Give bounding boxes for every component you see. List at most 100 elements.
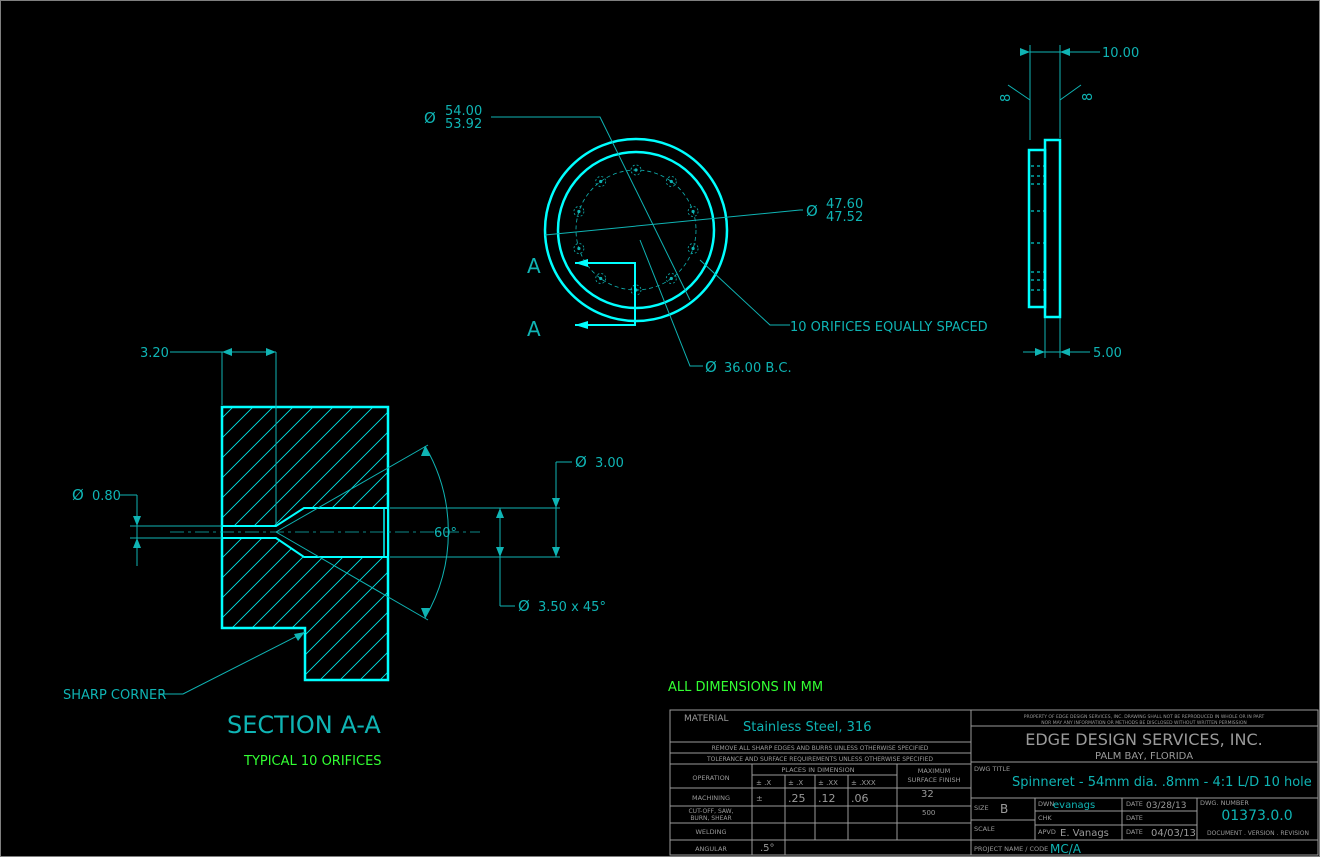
cutoff-2: BURN, SHEAR bbox=[690, 815, 731, 822]
section-view: 3.20 Ø 0.80 Ø 3.00 Ø 3.50 x 45° 60° bbox=[63, 346, 624, 769]
orifice-center bbox=[577, 246, 581, 251]
sharp-corner-label: SHARP CORNER bbox=[63, 688, 166, 703]
apvd-label: APVD bbox=[1038, 828, 1056, 836]
col-xxxx: ± .XXX bbox=[851, 779, 876, 787]
orifice-center bbox=[669, 179, 673, 184]
property-note-2: NOR MAY ANY INFORMATION OR METHODS BE DI… bbox=[1041, 720, 1246, 726]
size-value: B bbox=[1000, 802, 1008, 816]
scale-label: SCALE bbox=[974, 825, 995, 833]
title-block-text: MATERIAL Stainless Steel, 316 REMOVE ALL… bbox=[684, 714, 1312, 856]
title-block bbox=[669, 709, 1319, 856]
dwg-number: 01373.0.0 bbox=[1221, 808, 1292, 824]
orifice-hole bbox=[630, 284, 642, 296]
inner-dia-symbol: Ø bbox=[806, 202, 818, 220]
company-name: EDGE DESIGN SERVICES, INC. bbox=[1025, 730, 1263, 749]
tol-xxx: .06 bbox=[851, 792, 869, 805]
bolt-circle-dim: 36.00 B.C. bbox=[724, 361, 792, 376]
side-view: 10.00 8 8 5.00 bbox=[999, 45, 1139, 361]
front-dia-symbol: Ø bbox=[424, 109, 436, 127]
dwn-value: evanags bbox=[1053, 800, 1095, 811]
section-marker-top: A bbox=[527, 254, 541, 278]
orifice-hole bbox=[687, 243, 699, 254]
cone-angle: 60° bbox=[434, 526, 457, 541]
inner-dia-min: 47.52 bbox=[826, 210, 863, 225]
orifice-center bbox=[599, 179, 603, 184]
size-label: SIZE bbox=[974, 804, 989, 812]
date-label-3: DATE bbox=[1126, 828, 1143, 836]
counterbore-dia-symbol: Ø bbox=[575, 453, 587, 471]
dwg-title: Spinneret - 54mm dia. .8mm - 4:1 L/D 10 … bbox=[1012, 775, 1312, 790]
orifice-hole bbox=[630, 164, 642, 176]
material-value: Stainless Steel, 316 bbox=[743, 720, 872, 735]
material-label: MATERIAL bbox=[684, 714, 729, 724]
orifice-holes bbox=[573, 164, 699, 296]
side-thickness-dim: 10.00 bbox=[1102, 46, 1139, 61]
orifice-center bbox=[599, 276, 603, 281]
pm-1: ± bbox=[756, 794, 763, 803]
front-view: Ø 54.00 53.92 Ø 47.60 47.52 10 ORIFICES … bbox=[424, 104, 988, 376]
section-subtitle: TYPICAL 10 ORIFICES bbox=[243, 754, 382, 769]
date-label-1: DATE bbox=[1126, 800, 1143, 808]
tolerance-note: TOLERANCE AND SURFACE REQUIREMENTS UNLES… bbox=[706, 756, 933, 763]
cutoff-1: CUT-OFF, SAW, bbox=[688, 808, 733, 815]
counterbore-dia: 3.00 bbox=[595, 456, 624, 471]
date-3: 04/03/13 bbox=[1151, 828, 1196, 839]
max-finish-2: SURFACE FINISH bbox=[907, 776, 960, 784]
date-label-2: DATE bbox=[1126, 814, 1143, 822]
orifice-hole bbox=[687, 206, 699, 217]
welding-label: WELDING bbox=[696, 828, 727, 836]
operation-label: OPERATION bbox=[692, 774, 729, 782]
date-1: 03/28/13 bbox=[1146, 801, 1186, 811]
machining-label: MACHINING bbox=[692, 794, 730, 802]
orifice-note: 10 ORIFICES EQUALLY SPACED bbox=[790, 320, 988, 335]
orifice-hole bbox=[665, 273, 677, 284]
outer-dia-max: 54.00 bbox=[445, 104, 482, 119]
dwg-title-label: DWG TITLE bbox=[974, 765, 1010, 773]
side-flange-dim: 5.00 bbox=[1093, 346, 1122, 361]
places-header: PLACES IN DIMENSION bbox=[781, 766, 854, 774]
orifice-dia-symbol: Ø bbox=[72, 486, 84, 504]
col-xx: ± .X bbox=[788, 779, 803, 787]
property-note-1: PROPERTY OF EDGE DESIGN SERVICES, INC. D… bbox=[1024, 714, 1265, 720]
angular-tol: .5° bbox=[760, 843, 775, 854]
max-finish-1: MAXIMUM bbox=[918, 767, 950, 775]
edges-note: REMOVE ALL SHARP EDGES AND BURRS UNLESS … bbox=[712, 745, 929, 752]
side-angle-right: 8 bbox=[1081, 93, 1096, 101]
orifice-center bbox=[691, 209, 695, 214]
apvd-value: E. Vanags bbox=[1060, 828, 1109, 839]
chamfer-dia-symbol: Ø bbox=[518, 597, 530, 615]
orifice-dia: 0.80 bbox=[92, 489, 121, 504]
orifice-hole bbox=[573, 206, 585, 217]
orifice-hole bbox=[573, 243, 585, 254]
company-location: PALM BAY, FLORIDA bbox=[1095, 751, 1193, 762]
tol-xx: .12 bbox=[818, 792, 836, 805]
angular-label: ANGULAR bbox=[695, 845, 727, 853]
orifice-center bbox=[691, 246, 695, 251]
side-angle-left: 8 bbox=[999, 94, 1014, 102]
project-value: MC/A bbox=[1050, 842, 1082, 856]
project-label: PROJECT NAME / CODE bbox=[974, 845, 1048, 853]
outer-dia-min: 53.92 bbox=[445, 117, 482, 132]
inner-dia-max: 47.60 bbox=[826, 197, 863, 212]
all-dimensions-note: ALL DIMENSIONS IN MM bbox=[668, 680, 823, 695]
section-cut-line bbox=[575, 262, 636, 326]
section-marker-bottom: A bbox=[527, 317, 541, 341]
finish-32: 32 bbox=[921, 789, 934, 800]
col-xxx: ± .XX bbox=[818, 779, 838, 787]
orifice-center bbox=[577, 209, 581, 214]
orifice-center bbox=[669, 276, 673, 281]
orifice-hole bbox=[595, 273, 607, 284]
orifice-center bbox=[634, 168, 638, 172]
chk-label: CHK bbox=[1038, 814, 1052, 822]
finish-500: 500 bbox=[922, 809, 935, 817]
dwg-number-label: DWG. NUMBER bbox=[1200, 799, 1249, 807]
tol-x: .25 bbox=[788, 792, 806, 805]
doc-version-label: DOCUMENT . VERSION . REVISION bbox=[1207, 830, 1309, 837]
section-dim-top: 3.20 bbox=[140, 346, 169, 361]
col-x: ± .X bbox=[756, 779, 771, 787]
chamfer-dim: 3.50 x 45° bbox=[538, 600, 606, 615]
dwn-label: DWN bbox=[1038, 800, 1054, 808]
orifice-hole bbox=[665, 176, 677, 187]
bc-dia-symbol: Ø bbox=[705, 358, 717, 376]
